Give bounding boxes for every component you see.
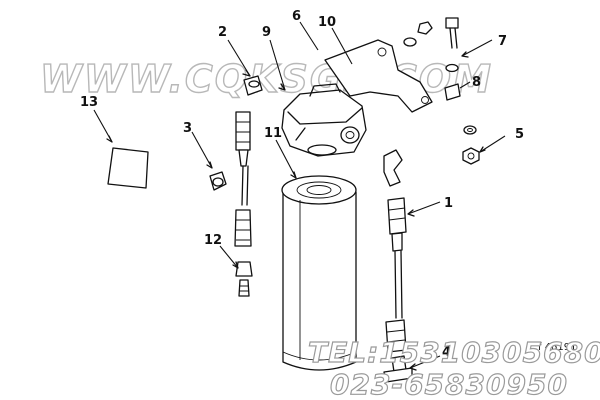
- figure-reference: f 46191: [538, 342, 577, 353]
- callout-9: 9: [262, 25, 271, 40]
- filter-head-bracket: [281, 39, 433, 157]
- callout-8: 8: [472, 75, 481, 90]
- part-7-capscrew: [403, 17, 459, 73]
- watermark-tel: TEL:15310305680: [308, 336, 600, 369]
- right-hose-assembly: [385, 197, 407, 353]
- part-11-filter-element: [281, 175, 357, 371]
- callout-1: 1: [444, 196, 453, 211]
- callout-10: 10: [318, 15, 336, 30]
- leader-lines: [93, 21, 506, 371]
- callout-4: 4: [442, 345, 451, 360]
- callout-7: 7: [498, 34, 507, 49]
- part-13-label-card: [107, 147, 149, 189]
- callout-11: 11: [264, 126, 282, 141]
- callout-3: 3: [183, 121, 192, 136]
- callout-5: 5: [515, 127, 524, 142]
- elbow-fitting: [383, 149, 403, 187]
- callout-2: 2: [218, 25, 227, 40]
- left-hose-assembly: [234, 111, 253, 297]
- part-4-fitting: [383, 355, 413, 383]
- part-2-fitting: [243, 75, 263, 96]
- washer: [463, 125, 477, 135]
- callout-6: 6: [292, 9, 301, 24]
- callout-13: 13: [80, 95, 98, 110]
- part-8-spacer: [444, 83, 461, 101]
- part-3-clamp: [209, 171, 227, 191]
- callout-12: 12: [204, 233, 222, 248]
- part-5-nut: [462, 147, 480, 165]
- watermark-phone: 023-65830950: [330, 368, 568, 400]
